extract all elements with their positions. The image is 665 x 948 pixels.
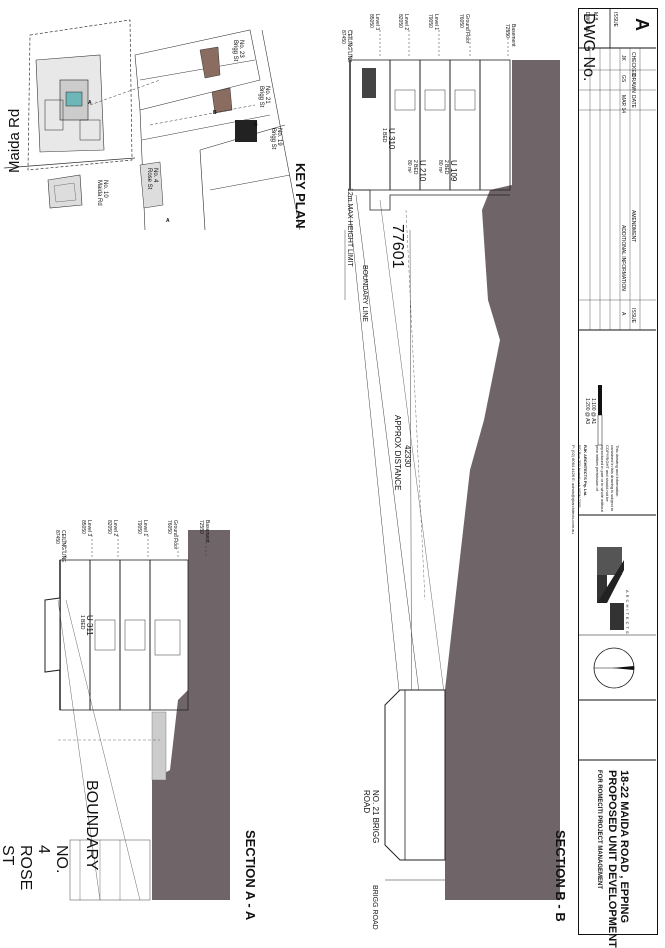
rev-header-date: DATE (630, 95, 636, 108)
rev-drawn: GS (620, 75, 626, 83)
firm-name: RJK ARCHITECTS Pty. Ltd. (583, 445, 588, 497)
section-b-drawing (344, 30, 560, 900)
project-line-2: PROPOSED UNIT DEVELOPMENT (606, 770, 618, 948)
section-marker: B (213, 110, 217, 116)
rev-header-amendment: AMENDMENT (630, 210, 636, 243)
rev-header-issue: ISSUE (630, 308, 636, 324)
rev-header-drawn: DRAWN (630, 74, 636, 93)
rev-checked: JK (620, 55, 626, 61)
issue-label: ISSUE (612, 12, 618, 28)
firm-address: PO Box 309 Homebush NSW 2209 (577, 445, 582, 508)
key-plan-drawing (3, 19, 301, 231)
project-line-1: 18-22 MAIDA ROAD , EPPING (618, 770, 630, 924)
rev-date: MAR 14 (620, 95, 626, 114)
title-block (578, 8, 658, 935)
section-marker: B (254, 122, 258, 128)
section-marker: A (166, 218, 170, 224)
logo-text: ARCHITECTS (625, 590, 630, 636)
copyright-note: This drawing and information contained i… (595, 445, 620, 512)
section-marker: A (88, 100, 92, 106)
dwg-number: M 8 (592, 12, 598, 21)
dwg-label: DWG No. (584, 12, 590, 34)
rev-header-checked: CHECKED (630, 52, 636, 77)
issue-letter: A (632, 18, 652, 31)
section-a-drawing (44, 530, 230, 901)
rev-amendment: ADDITIONAL INFORMATION (620, 225, 626, 291)
firm-contact: P: (02) 8064 4426 E: admin@rjkarchitects… (571, 445, 576, 534)
rev-issue: A (620, 312, 626, 316)
client-line: FOR ROMECITI PROJECT MANAGEMENT (596, 770, 602, 890)
scale-note: 1:100 @ A1 1:200 @ A3 (584, 398, 596, 425)
